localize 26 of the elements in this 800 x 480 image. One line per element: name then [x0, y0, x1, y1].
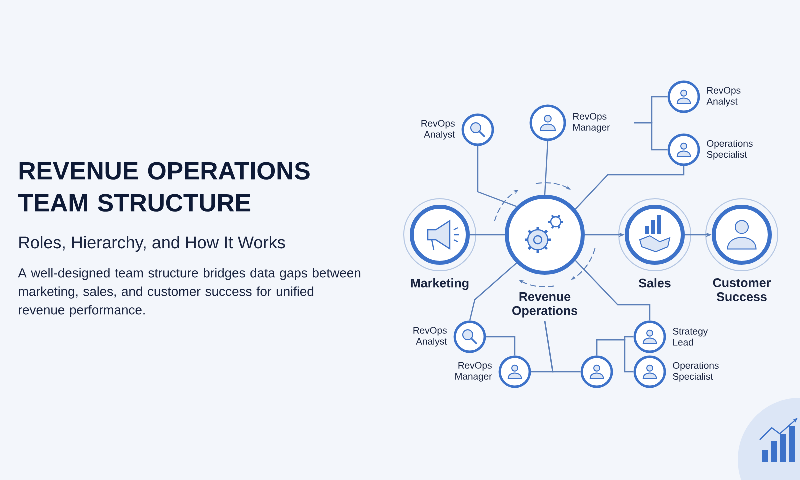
role-label: RevOps Manager	[574, 113, 610, 133]
role-label: RevOps Manager	[456, 362, 492, 382]
connector	[544, 321, 581, 373]
role-label: Operations Specialist	[673, 362, 719, 382]
connector	[634, 122, 668, 151]
connector	[575, 166, 685, 210]
role-label: Revenue Operations	[512, 292, 578, 318]
role-label: Sales	[639, 278, 671, 288]
connector	[477, 146, 517, 208]
connector	[486, 336, 516, 356]
role-label: Marketing	[411, 278, 469, 290]
connector	[470, 234, 505, 236]
hub-circle	[505, 195, 585, 318]
role-label: Strategy Lead	[673, 328, 708, 346]
connector	[544, 141, 549, 196]
role-label: RevOps Analyst	[422, 120, 456, 140]
role-label: Customer Success	[713, 278, 771, 302]
role-label: RevOps Analyst	[414, 327, 448, 347]
connector	[469, 262, 518, 321]
connector	[575, 260, 651, 321]
connector	[596, 339, 634, 373]
subtitle: Roles, Hierarchy, and How It Works	[20, 236, 286, 252]
description: A well-designed team structure bridges data gaps between marketing, sales, and customer success for unified revenue performance.	[18, 268, 361, 318]
title: REVENUE OPERATIONS TEAM STRUCTURE	[18, 162, 310, 212]
role-label: Operations Specialist	[707, 140, 753, 160]
role-label: RevOps Analyst	[706, 87, 741, 107]
